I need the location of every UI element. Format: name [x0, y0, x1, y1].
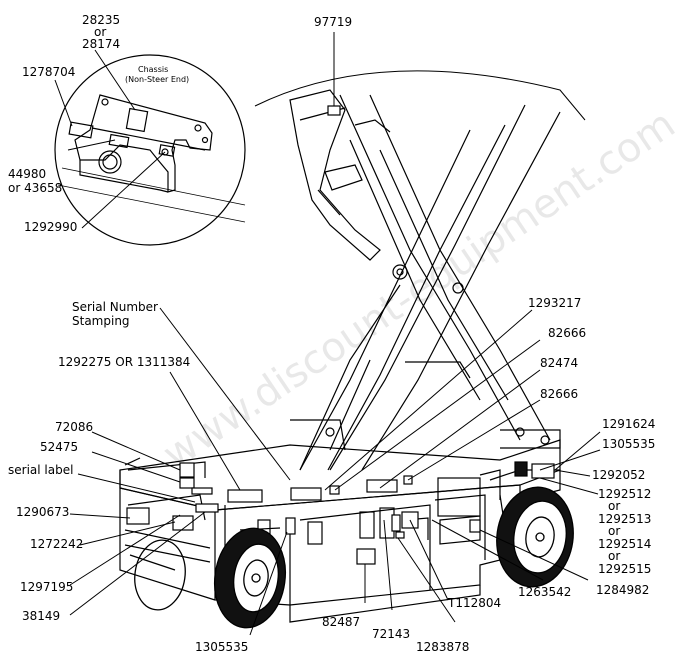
- inset-caption-2: (Non-Steer End): [125, 75, 189, 84]
- left-wheel: [134, 527, 287, 629]
- label-1305535-a: 1305535: [602, 437, 655, 451]
- label-or-4: or: [608, 524, 620, 538]
- label-1272242: 1272242: [30, 537, 83, 551]
- label-1292515: 1292515: [598, 562, 651, 576]
- label-1297195: 1297195: [20, 580, 73, 594]
- label-or-3: or: [608, 499, 620, 513]
- label-72086: 72086: [55, 420, 93, 434]
- label-1263542: 1263542: [518, 585, 571, 599]
- label-28174: 28174: [82, 37, 120, 51]
- label-52475: 52475: [40, 440, 78, 454]
- label-1278704: 1278704: [22, 65, 75, 79]
- label-1292514: 1292514: [598, 537, 651, 551]
- label-or-5: or: [608, 549, 620, 563]
- inset-caption-1: Chassis: [138, 65, 168, 74]
- label-82666-a: 82666: [548, 326, 586, 340]
- label-serial-number: Serial Number: [72, 300, 158, 314]
- label-38149: 38149: [22, 609, 60, 623]
- label-1284982: 1284982: [596, 583, 649, 597]
- leader-lines: [69, 32, 601, 636]
- label-1292275: 1292275 OR 1311384: [58, 355, 190, 369]
- label-1290673: 1290673: [16, 505, 69, 519]
- label-1283878: 1283878: [416, 640, 469, 654]
- label-1305535-b: 1305535: [195, 640, 248, 654]
- label-1292512: 1292512: [598, 487, 651, 501]
- label-1292990: 1292990: [24, 220, 77, 234]
- label-or-1: or: [94, 25, 106, 39]
- inset-leaders: [54, 49, 166, 229]
- label-44980: 44980: [8, 167, 46, 181]
- label-stamping: Stamping: [72, 314, 130, 328]
- label-28235: 28235: [82, 13, 120, 27]
- label-97719: 97719: [314, 15, 352, 29]
- label-82474: 82474: [540, 356, 578, 370]
- label-serial-label: serial label: [8, 463, 73, 477]
- scissor-arms: [254, 70, 586, 471]
- inset-circle: [54, 54, 246, 246]
- label-82666-b: 82666: [540, 387, 578, 401]
- inset-detail: [54, 54, 246, 246]
- label-1291624: 1291624: [602, 417, 655, 431]
- label-or-43658: or 43658: [8, 181, 62, 195]
- label-1292513: 1292513: [598, 512, 651, 526]
- label-82487: 82487: [322, 615, 360, 629]
- label-1293217: 1293217: [528, 296, 581, 310]
- decals: [126, 105, 555, 565]
- label-72143: 72143: [372, 627, 410, 641]
- right-wheel: [496, 486, 574, 588]
- label-T112804: T112804: [447, 596, 501, 610]
- label-1292052: 1292052: [592, 468, 645, 482]
